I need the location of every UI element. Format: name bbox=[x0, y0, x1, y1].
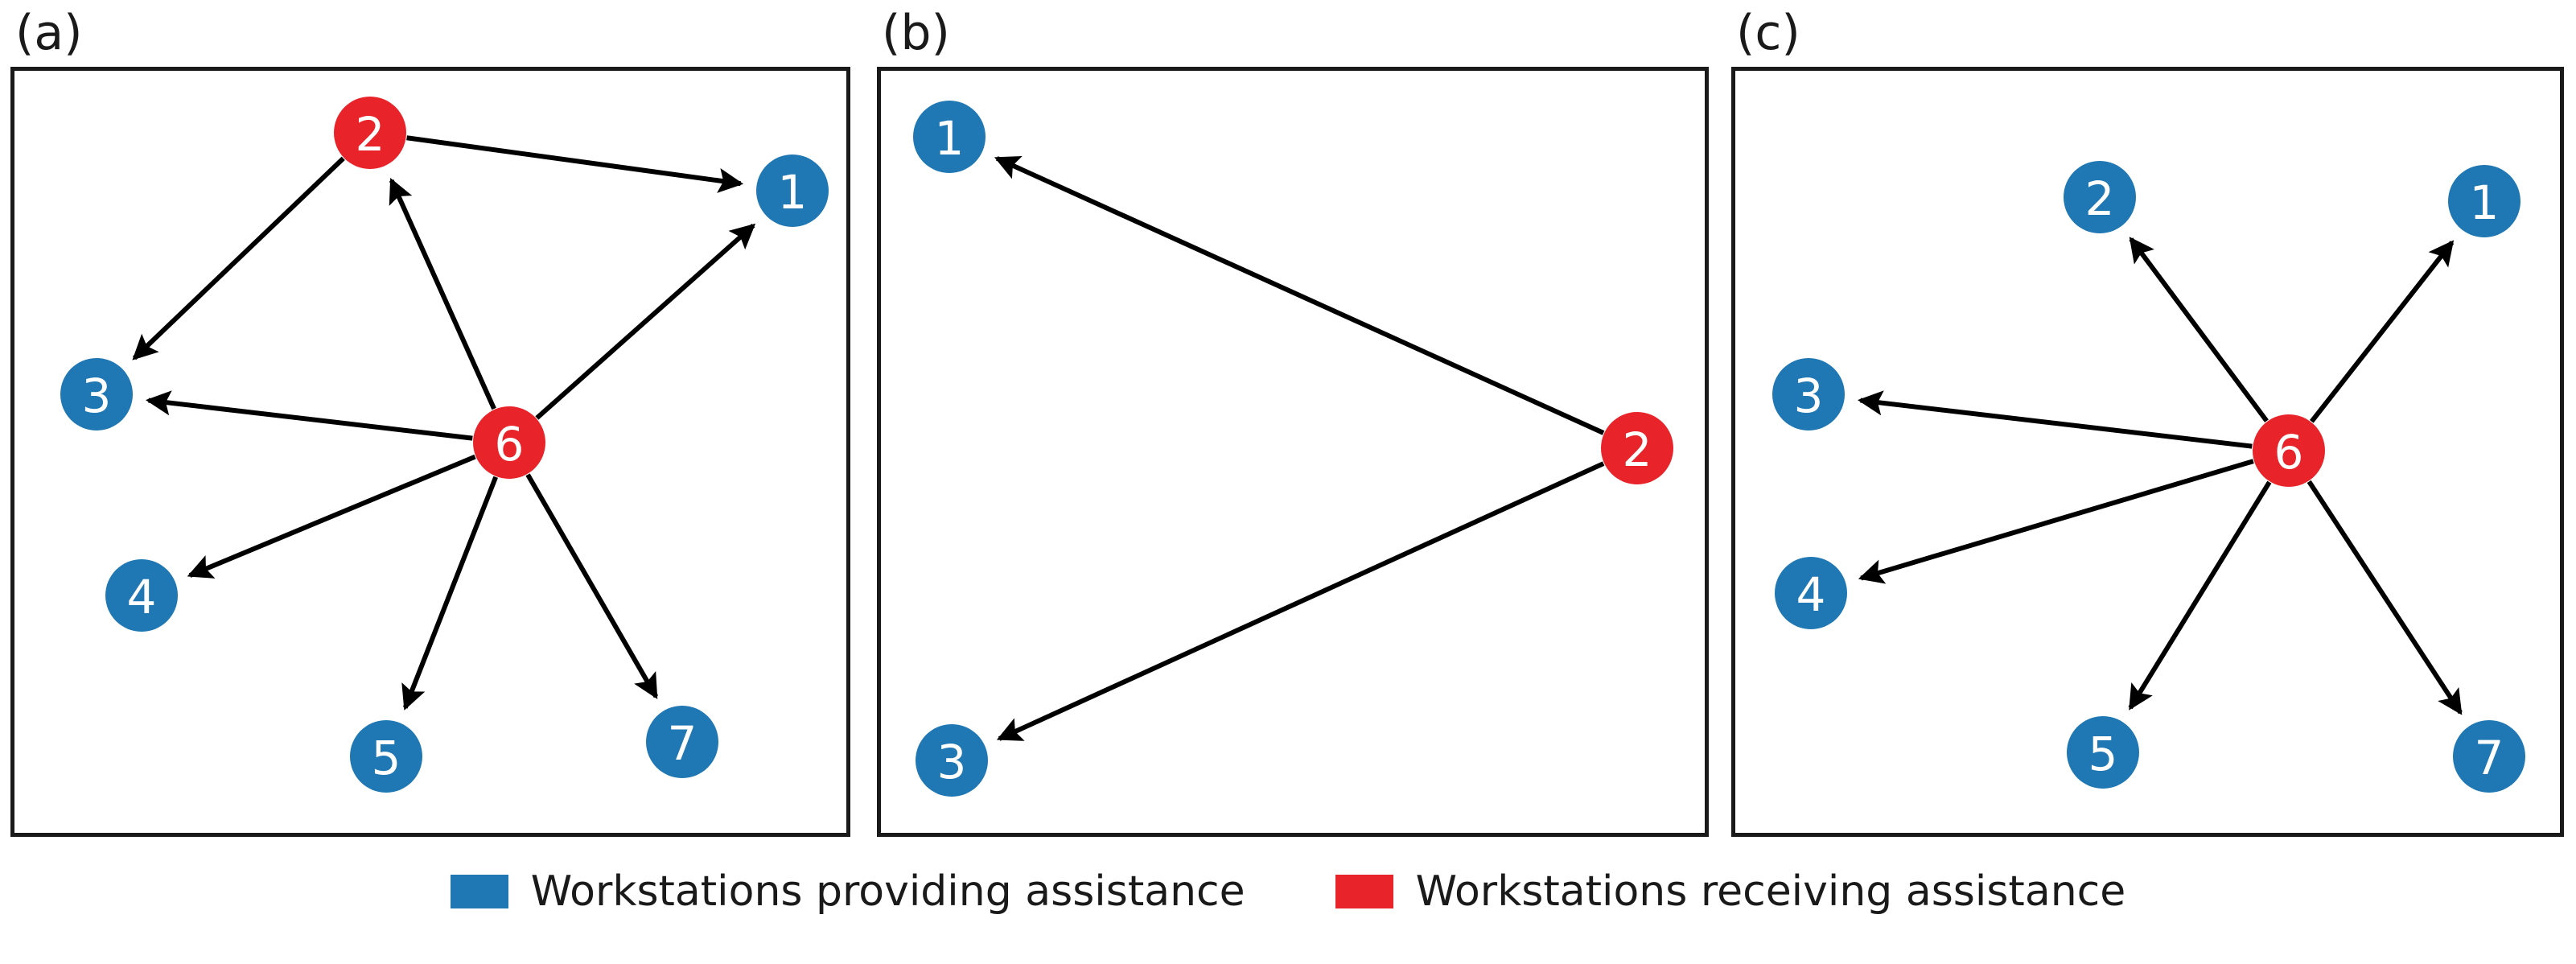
node-circle-1[interactable] bbox=[2448, 165, 2520, 237]
node-label-1: 1 bbox=[2470, 175, 2500, 230]
node-circle-4[interactable] bbox=[105, 559, 178, 632]
node-circle-3[interactable] bbox=[1772, 358, 1845, 431]
node-3[interactable]: 3 bbox=[60, 358, 133, 431]
node-7[interactable]: 7 bbox=[646, 706, 718, 778]
node-label-2: 2 bbox=[356, 107, 385, 162]
node-circle-2[interactable] bbox=[334, 97, 406, 169]
node-label-1: 1 bbox=[778, 165, 808, 220]
node-label-7: 7 bbox=[668, 716, 697, 771]
node-4[interactable]: 4 bbox=[1775, 557, 1847, 629]
node-label-4: 4 bbox=[1796, 567, 1826, 622]
edge-6-to-4 bbox=[187, 454, 476, 579]
legend-item-providing: Workstations providing assistance bbox=[450, 867, 1245, 916]
node-circle-7[interactable] bbox=[646, 706, 718, 778]
edge-6-to-2 bbox=[389, 178, 496, 410]
node-circle-5[interactable] bbox=[2067, 716, 2139, 789]
node-4[interactable]: 4 bbox=[105, 559, 178, 632]
node-label-3: 3 bbox=[1794, 369, 1824, 423]
node-label-3: 3 bbox=[82, 369, 112, 423]
node-5[interactable]: 5 bbox=[350, 720, 422, 793]
node-1[interactable]: 1 bbox=[2448, 165, 2520, 237]
node-label-7: 7 bbox=[2475, 731, 2504, 785]
panel-label-c: (c) bbox=[1736, 5, 1800, 61]
edge-6-to-1 bbox=[535, 223, 756, 420]
edge-6-to-5 bbox=[401, 476, 498, 711]
node-label-6: 6 bbox=[495, 417, 525, 472]
node-6[interactable]: 6 bbox=[473, 406, 545, 479]
node-label-3: 3 bbox=[937, 735, 967, 789]
nodes-group: 2 1 3 6 4 5 7 1 2 3 2 1 3 6 4 5 7 bbox=[60, 97, 2525, 797]
panel-label-a: (a) bbox=[15, 5, 83, 61]
node-circle-5[interactable] bbox=[350, 720, 422, 793]
edge-6-to-2 bbox=[2129, 237, 2269, 422]
panel-frame-b bbox=[877, 67, 1709, 837]
edge-2-to-3 bbox=[996, 461, 1605, 741]
node-2[interactable]: 2 bbox=[1601, 412, 1673, 484]
node-circle-7[interactable] bbox=[2453, 720, 2525, 793]
edge-6-to-4 bbox=[1858, 459, 2254, 584]
node-circle-2[interactable] bbox=[2064, 161, 2136, 233]
panel-label-b: (b) bbox=[882, 5, 950, 61]
node-3[interactable]: 3 bbox=[916, 724, 988, 797]
node-circle-1[interactable] bbox=[913, 101, 986, 173]
node-circle-3[interactable] bbox=[916, 724, 988, 797]
node-label-4: 4 bbox=[127, 570, 157, 624]
legend: Workstations providing assistance Workst… bbox=[0, 871, 2576, 913]
legend-swatch-receiving bbox=[1335, 875, 1393, 908]
edge-6-to-3 bbox=[145, 390, 473, 441]
node-1[interactable]: 1 bbox=[756, 154, 829, 227]
node-label-5: 5 bbox=[2088, 727, 2118, 781]
legend-label-providing: Workstations providing assistance bbox=[530, 867, 1245, 916]
edge-6-to-1 bbox=[2310, 240, 2455, 423]
node-circle-4[interactable] bbox=[1775, 557, 1847, 629]
node-label-1: 1 bbox=[935, 111, 965, 166]
panel-frame-a bbox=[10, 67, 850, 837]
edge-2-to-1 bbox=[994, 155, 1605, 435]
node-label-6: 6 bbox=[2274, 425, 2304, 480]
node-circle-6[interactable] bbox=[473, 406, 545, 479]
legend-item-receiving: Workstations receiving assistance bbox=[1335, 867, 2126, 916]
node-7[interactable]: 7 bbox=[2453, 720, 2525, 793]
node-label-2: 2 bbox=[2085, 171, 2115, 226]
node-circle-2[interactable] bbox=[1601, 412, 1673, 484]
edge-6-to-5 bbox=[2128, 480, 2272, 711]
edge-6-to-3 bbox=[1857, 390, 2253, 449]
node-5[interactable]: 5 bbox=[2067, 716, 2139, 789]
node-6[interactable]: 6 bbox=[2253, 414, 2325, 487]
node-circle-3[interactable] bbox=[60, 358, 133, 431]
node-1[interactable]: 1 bbox=[913, 101, 986, 173]
edge-2-to-3 bbox=[132, 156, 345, 360]
legend-swatch-providing bbox=[450, 875, 508, 908]
node-2[interactable]: 2 bbox=[334, 97, 406, 169]
edge-2-to-1 bbox=[406, 135, 744, 193]
node-3[interactable]: 3 bbox=[1772, 358, 1845, 431]
node-label-5: 5 bbox=[372, 731, 401, 785]
edges-group bbox=[132, 135, 2463, 741]
node-circle-1[interactable] bbox=[756, 154, 829, 227]
node-circle-6[interactable] bbox=[2253, 414, 2325, 487]
node-2[interactable]: 2 bbox=[2064, 161, 2136, 233]
edge-6-to-7 bbox=[525, 473, 659, 699]
legend-label-receiving: Workstations receiving assistance bbox=[1415, 867, 2126, 916]
edge-6-to-7 bbox=[2306, 480, 2463, 715]
node-label-2: 2 bbox=[1623, 422, 1652, 477]
